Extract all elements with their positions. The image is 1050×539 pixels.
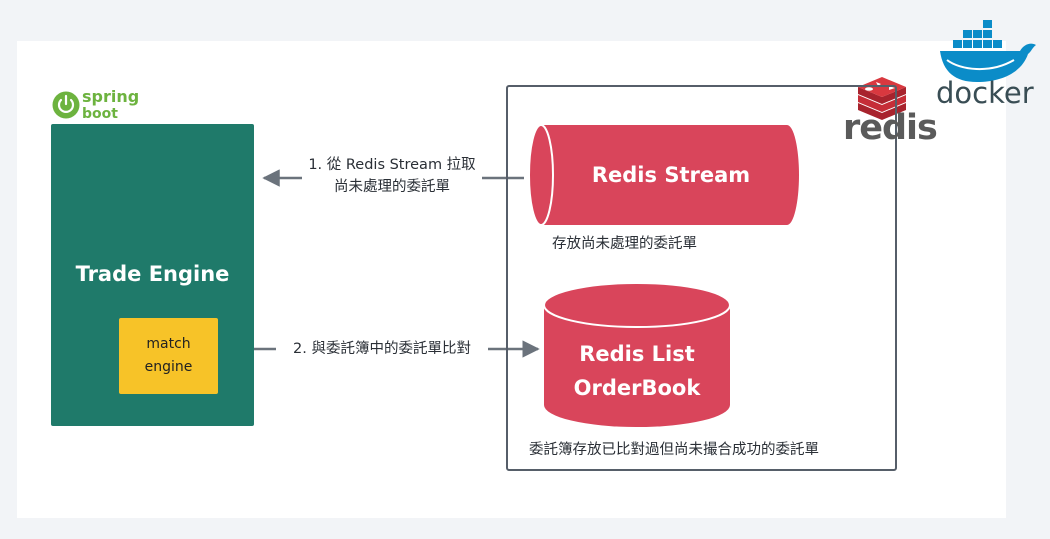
redis-list-cylinder — [543, 282, 731, 427]
redis-stream-caption: 存放尚未處理的委託單 — [552, 236, 697, 252]
redis-list-label: Redis List OrderBook — [544, 337, 730, 405]
spring-logo-word: spring — [82, 87, 140, 106]
arrow-2-label: 2. 與委託簿中的委託單比對 — [293, 341, 471, 357]
spring-boot-logo: spring boot — [52, 88, 152, 126]
redis-logo-word: redis — [843, 108, 938, 148]
arrow-1-label: 1. 從 Redis Stream 拉取 尚未處理的委託單 — [302, 154, 482, 198]
trade-engine-title: Trade Engine — [75, 262, 230, 286]
arrow-1-label-line2: 尚未處理的委託單 — [334, 179, 450, 195]
redis-container — [506, 85, 897, 471]
match-engine-line2: engine — [144, 359, 193, 375]
redis-list-line2: OrderBook — [573, 376, 701, 400]
arrow-1-label-line1: 1. 從 Redis Stream 拉取 — [308, 157, 476, 173]
spring-power-icon — [52, 91, 80, 119]
boot-logo-word: boot — [82, 106, 118, 122]
match-engine-box: match engine — [119, 318, 218, 394]
redis-stream-label: Redis Stream — [591, 163, 751, 187]
match-engine-line1: match — [146, 336, 191, 352]
redis-list-line1: Redis List — [579, 342, 695, 366]
redis-list-caption: 委託簿存放已比對過但尚未撮合成功的委託單 — [529, 442, 819, 458]
docker-whale-icon — [940, 20, 1036, 82]
redis-stream-cylinder — [528, 124, 799, 226]
docker-logo-word: docker — [936, 76, 1034, 110]
